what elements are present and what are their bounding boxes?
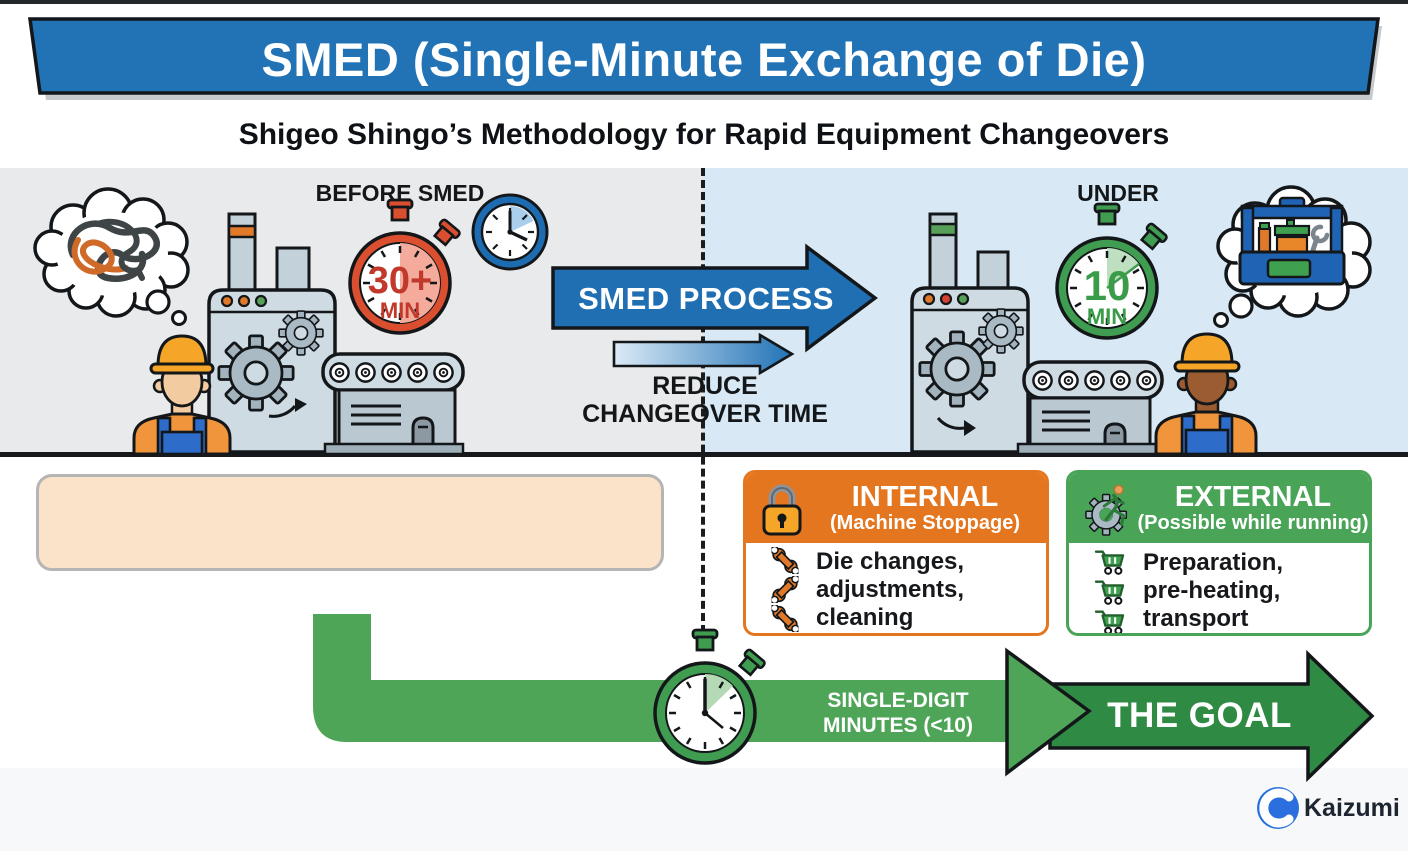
lock-icon bbox=[762, 484, 802, 536]
small-gear-icon bbox=[978, 308, 1024, 354]
cart-icon bbox=[1093, 547, 1127, 575]
before-timer-unit: MIN bbox=[380, 298, 420, 323]
title-ribbon bbox=[27, 17, 1382, 100]
internal-card: INTERNAL (Machine Stoppage) Die changes,… bbox=[743, 470, 1049, 636]
cart-icon bbox=[1093, 577, 1127, 605]
footer bbox=[0, 768, 1408, 851]
empty-note-box bbox=[36, 474, 664, 571]
before-timer-value: 30+ bbox=[368, 260, 432, 302]
single-digit-line2: MINUTES (<10) bbox=[823, 714, 973, 737]
kaizumi-logo-icon bbox=[1257, 787, 1299, 829]
brand-name: Kaizumi bbox=[1304, 794, 1400, 822]
external-item: transport bbox=[1143, 605, 1249, 632]
toolbox-icon bbox=[1238, 196, 1346, 286]
worker-before-icon bbox=[132, 334, 232, 454]
single-digit-line1: SINGLE-DIGIT bbox=[827, 689, 969, 712]
wrench-icon bbox=[770, 576, 800, 603]
factory-before-icon bbox=[207, 212, 465, 454]
external-subtitle: (Possible while running) bbox=[1137, 512, 1369, 534]
top-border bbox=[0, 0, 1408, 4]
external-item: Preparation, bbox=[1143, 549, 1284, 576]
reduce-caption-line1: REDUCE bbox=[652, 372, 758, 400]
internal-item: adjustments, bbox=[816, 575, 965, 603]
factory-after-icon bbox=[910, 212, 1164, 454]
reduce-changeover-caption: REDUCE CHANGEOVER TIME bbox=[563, 372, 847, 428]
external-card-body: Preparation, pre-heating, transport bbox=[1069, 543, 1369, 636]
tangle-icon bbox=[67, 218, 160, 283]
internal-item: Die changes, bbox=[816, 547, 965, 575]
timeline-bar bbox=[313, 614, 1015, 742]
external-item: pre-heating, bbox=[1143, 577, 1281, 604]
order-thought-bubble-icon bbox=[1213, 185, 1372, 328]
dashed-divider bbox=[701, 168, 705, 645]
internal-card-header: INTERNAL (Machine Stoppage) bbox=[746, 473, 1046, 543]
reduce-caption-line2: CHANGEOVER TIME bbox=[582, 400, 828, 428]
external-title: EXTERNAL bbox=[1174, 481, 1332, 513]
cart-icon bbox=[1093, 607, 1127, 635]
goal-stopwatch-icon bbox=[653, 628, 766, 765]
external-card: EXTERNAL (Possible while running) Prepar… bbox=[1066, 470, 1372, 636]
goal-arrow bbox=[1048, 649, 1375, 783]
single-digit-label: SINGLE-DIGIT MINUTES (<10) bbox=[788, 688, 1008, 738]
smed-process-label: SMED PROCESS bbox=[578, 281, 834, 316]
internal-title: INTERNAL bbox=[851, 481, 999, 513]
page-title: SMED (Single-Minute Exchange of Die) bbox=[261, 33, 1147, 86]
after-stopwatch-icon: 10 MIN bbox=[1055, 202, 1168, 340]
page-subtitle: Shigeo Shingo’s Methodology for Rapid Eq… bbox=[238, 118, 1170, 151]
worker-after-icon bbox=[1154, 332, 1258, 454]
single-digit-arrowhead bbox=[1005, 647, 1092, 777]
internal-card-body: Die changes, adjustments, cleaning bbox=[746, 543, 1046, 636]
smed-process-arrow bbox=[551, 243, 878, 353]
internal-item: cleaning bbox=[816, 603, 914, 631]
before-stopwatch-icon: 30+ MIN bbox=[348, 198, 461, 335]
small-gear-icon bbox=[278, 310, 324, 356]
the-goal-label: THE GOAL bbox=[1107, 696, 1292, 735]
after-timer-value: 10 bbox=[1084, 262, 1131, 309]
wrench-icon bbox=[770, 547, 800, 574]
internal-subtitle: (Machine Stoppage) bbox=[829, 512, 1020, 534]
external-card-header: EXTERNAL (Possible while running) bbox=[1069, 473, 1369, 543]
clock-icon bbox=[471, 193, 549, 271]
under-label: UNDER bbox=[1077, 180, 1159, 206]
gradient-arrow-icon bbox=[612, 332, 795, 376]
gear-runner-icon bbox=[1085, 484, 1128, 536]
after-timer-unit: MIN bbox=[1087, 304, 1127, 329]
chaos-thought-bubble-icon bbox=[33, 187, 190, 326]
